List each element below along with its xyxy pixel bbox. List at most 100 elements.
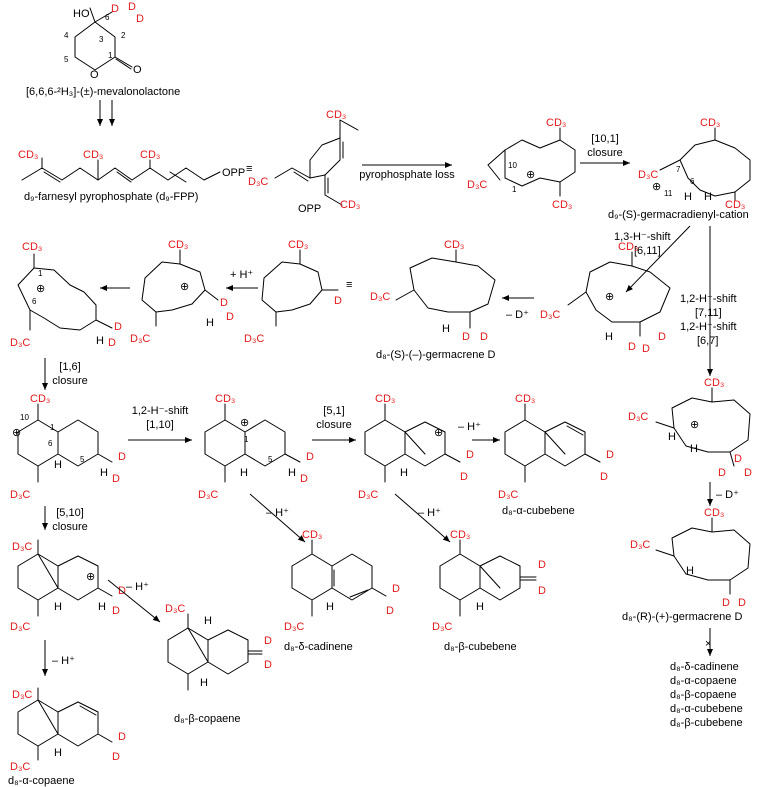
hydrogen-label: H <box>100 467 108 479</box>
deuterium-label: D <box>600 471 608 483</box>
cd3-label: CD₃ <box>326 109 346 121</box>
svg-text:D₃C: D₃C <box>498 489 518 501</box>
hydrogen-label: H <box>54 601 62 613</box>
svg-text:CD₃: CD₃ <box>546 117 566 129</box>
fpp-folded-structure: D₃C CD₃ CD₃ OPP <box>248 109 360 215</box>
deuterium-label: D <box>118 451 126 463</box>
deuterium-label: D <box>264 659 272 671</box>
svg-text:D₃C: D₃C <box>630 539 650 551</box>
hydrogen-label: H <box>288 467 296 479</box>
d3c-label: D₃C <box>10 761 30 773</box>
allyl-cation-structure: D₃C CD₃ CD₃ 10 1 ⊕ <box>467 117 576 211</box>
svg-text:CD₃: CD₃ <box>30 393 50 405</box>
germacrene-d-s-name: d₈-(S)-(–)-germacrene D <box>376 349 496 361</box>
minus-h-label: – H⁺ <box>126 581 149 593</box>
mevalonolactone-name: [6,6,6-²H₃]-(±)-mevalonolactone <box>26 86 180 98</box>
svg-text:CD₃: CD₃ <box>83 149 103 161</box>
carbocation-charge: ⊕ <box>652 181 661 193</box>
atom-number-1: 1 <box>38 269 43 278</box>
hydrogen-label: H <box>442 323 450 335</box>
beta-cubebene-structure: CD₃ H D D D₃C <box>432 529 546 633</box>
svg-text:CD₃: CD₃ <box>700 117 720 129</box>
step-label: [10,1] <box>591 133 619 145</box>
svg-text:D₃C: D₃C <box>165 603 185 615</box>
not-formed-item: d₈-β-copaene <box>670 689 737 701</box>
cd3-label: CD₃ <box>340 199 360 211</box>
cd3-label: CD₃ <box>375 393 395 405</box>
hydrogen-label: H <box>326 601 334 613</box>
atom-number-5: 5 <box>80 455 85 464</box>
hydrogen-label: H <box>668 431 676 443</box>
d3c-label: D₃C <box>10 337 30 349</box>
deuterium-label: D <box>606 449 614 461</box>
d3c-label: D₃C <box>12 541 32 553</box>
deuterium-label: D <box>658 331 666 343</box>
hydrogen-label: H <box>704 191 712 203</box>
reaction-arrow <box>625 225 691 293</box>
cd3-label: CD₃ <box>700 117 720 129</box>
germacrene-d-r-structure: CD₃ D₃C H D D <box>630 507 751 609</box>
minus-h-label: – H⁺ <box>52 655 75 667</box>
svg-text:D₃C: D₃C <box>284 621 304 633</box>
germacradienyl-cation-structure: CD₃ CD₃ D₃C ⊕ 11 7 6 H H <box>638 117 751 211</box>
deuterium-label: D <box>108 337 116 349</box>
cd3-label: CD₃ <box>83 149 103 161</box>
deuterium-label: D <box>462 331 470 343</box>
step-label: 1,2-H⁻-shift <box>680 293 737 305</box>
atom-number-2: 2 <box>121 31 126 40</box>
d3c-label: D₃C <box>467 179 487 191</box>
svg-text:D₃C: D₃C <box>638 169 658 181</box>
atom-number-10: 10 <box>20 413 29 422</box>
d3c-label: D₃C <box>628 411 648 423</box>
minus-h-label: – H⁺ <box>458 421 481 433</box>
cd3-label: CD₃ <box>288 239 308 251</box>
svg-text:D₃C: D₃C <box>10 761 30 773</box>
deuterium-label: D <box>111 3 119 15</box>
step-label: [5,10] <box>56 507 84 519</box>
svg-text:CD₃: CD₃ <box>444 239 464 251</box>
pyrophosphate-loss-label: pyrophosphate loss <box>359 169 455 181</box>
deuterium-label: D <box>718 467 726 479</box>
deuterium-label: D <box>744 467 752 479</box>
atom-number-6: 6 <box>105 13 110 22</box>
hydrogen-label: H <box>96 335 104 347</box>
deuterium-label: D <box>386 605 394 617</box>
svg-text:D₃C: D₃C <box>12 541 32 553</box>
step-label: [1,10] <box>146 419 174 431</box>
carbocation-charge: ⊕ <box>605 291 614 303</box>
hydrogen-label: H <box>54 747 62 759</box>
beta-cubebene-name: d₈-β-cubebene <box>444 641 517 653</box>
d3c-label: D₃C <box>12 689 32 701</box>
atom-number-3: 3 <box>99 35 104 44</box>
svg-text:D₃C: D₃C <box>10 621 30 633</box>
atom-number-6: 6 <box>690 177 695 186</box>
plus-h-label: + H⁺ <box>230 269 253 281</box>
deuterium-label: D <box>128 1 136 13</box>
deuterium-label: D <box>738 597 746 609</box>
not-formed-item: d₈-δ-cadinene <box>670 661 739 673</box>
svg-text:D₃C: D₃C <box>248 176 268 188</box>
step-label: 1,3-H⁻-shift <box>614 231 671 243</box>
svg-text:CD₃: CD₃ <box>340 199 360 211</box>
opp-label: OPP <box>298 203 321 215</box>
carbocation-charge: ⊕ <box>86 571 95 583</box>
deuterium-label: D <box>460 471 468 483</box>
hydrogen-label: H <box>684 191 692 203</box>
hydrogen-label: H <box>206 317 214 329</box>
germacrene-d-r-name: d₈-(R)-(+)-germacrene D <box>622 611 742 623</box>
atom-number-5: 5 <box>268 455 273 464</box>
equivalence-symbol: ≡ <box>346 279 352 291</box>
svg-text:D₃C: D₃C <box>198 489 218 501</box>
alpha-copaene-structure: D₃C H D D D₃C <box>10 687 126 773</box>
germacradienyl-cation-name: d₉-(S)-germacradienyl-cation <box>608 209 749 221</box>
deuterium-label: D <box>628 341 636 353</box>
equivalence-symbol: ≡ <box>246 163 252 175</box>
carbocation-charge: ⊕ <box>526 169 535 181</box>
svg-text:CD₃: CD₃ <box>215 393 235 405</box>
minus-d-label: – D⁺ <box>506 309 529 321</box>
deuterium-label: D <box>112 605 120 617</box>
svg-text:D₃C: D₃C <box>12 689 32 701</box>
beta-copaene-name: d₈-β-copaene <box>174 713 241 725</box>
svg-text:D₃C: D₃C <box>358 489 378 501</box>
deuterium-label: D <box>642 343 650 355</box>
